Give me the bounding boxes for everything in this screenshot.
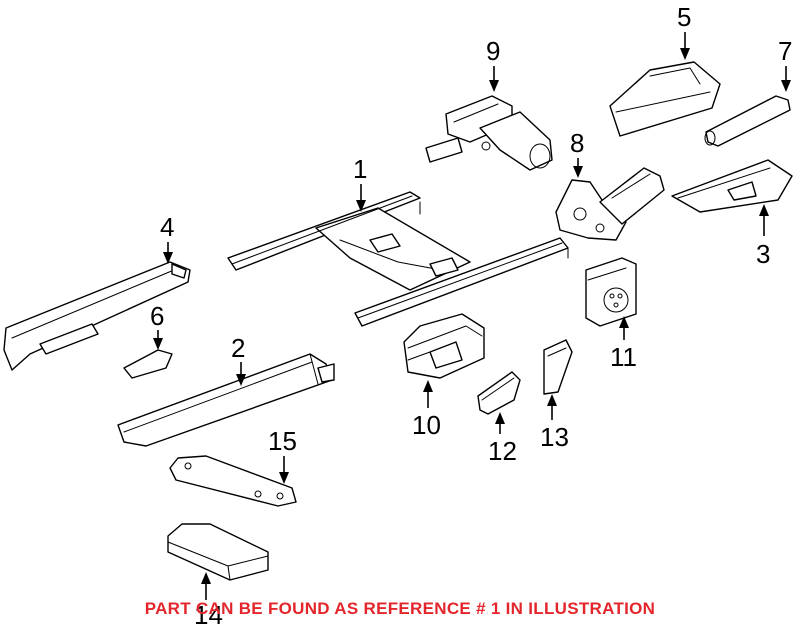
callout-2: 2 [231,333,246,386]
part-7-rod [704,95,791,147]
callout-5: 5 [677,2,691,60]
callout-10: 10 [412,380,441,440]
callout-3: 3 [756,204,770,269]
svg-text:13: 13 [540,422,569,452]
svg-text:3: 3 [756,239,770,269]
callout-15: 15 [268,426,297,484]
part-11-connector-switch [585,257,637,327]
callout-8: 8 [570,128,584,178]
part-9-motor-gear [425,95,553,171]
svg-text:7: 7 [778,36,792,66]
part-12-knob [477,371,521,415]
callout-12: 12 [488,412,517,466]
svg-text:4: 4 [160,212,174,242]
callout-11: 11 [610,316,637,372]
callout-1: 1 [353,154,367,212]
svg-text:9: 9 [486,36,500,66]
svg-text:6: 6 [150,301,164,331]
svg-text:11: 11 [610,342,637,372]
part-8-motor-assembly [555,167,665,241]
svg-text:8: 8 [570,128,584,158]
reference-note: PART CAN BE FOUND AS REFERENCE # 1 IN IL… [144,599,656,618]
part-3-side-cover [671,159,793,213]
part-6-pad [123,349,173,379]
callout-7: 7 [778,36,792,92]
callout-9: 9 [486,36,500,92]
svg-text:2: 2 [231,333,245,363]
part-5-upper-cover [609,61,721,137]
callout-14: 14 [194,572,223,627]
part-13-switch-lever [543,339,573,395]
part-15-bracket [169,455,297,507]
callout-6: 6 [150,301,164,350]
svg-text:12: 12 [488,436,517,466]
svg-text:5: 5 [677,2,691,32]
part-14-control-box [167,523,269,581]
part-4-left-rail [3,261,191,371]
callout-4: 4 [160,212,174,264]
part-2-track-cover [117,353,335,447]
part-1-seat-track-frame [227,191,569,327]
callout-13: 13 [540,394,569,452]
part-10-control-module [403,313,485,379]
svg-text:15: 15 [268,426,297,456]
svg-text:1: 1 [353,154,367,184]
svg-text:10: 10 [412,410,441,440]
svg-text:14: 14 [194,600,223,627]
